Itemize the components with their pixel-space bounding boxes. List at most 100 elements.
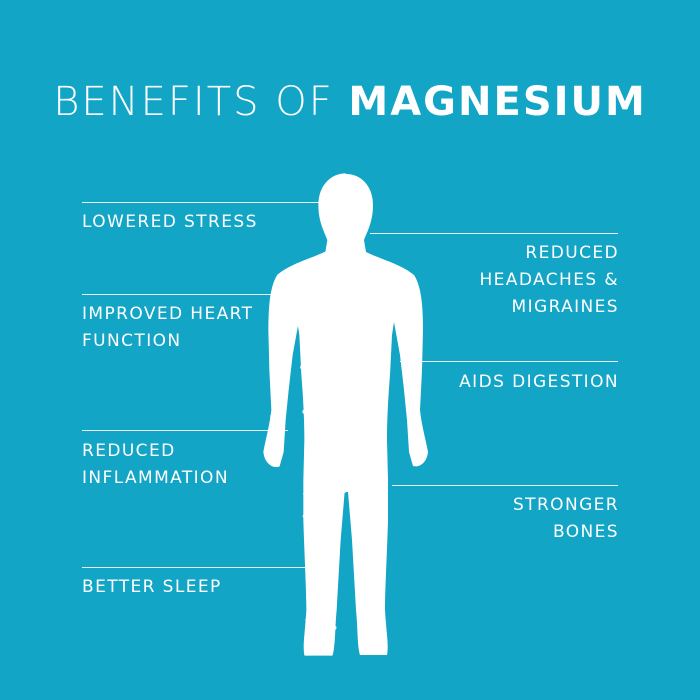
mesh-edge <box>329 287 333 302</box>
mesh-node <box>339 380 344 385</box>
mesh-edge <box>322 194 329 207</box>
mesh-edge <box>293 271 308 285</box>
mesh-node <box>276 296 281 301</box>
mesh-edge <box>335 373 344 387</box>
mesh-node <box>314 409 319 414</box>
mesh-node <box>341 424 346 429</box>
mesh-edge <box>327 507 334 524</box>
mesh-edge <box>321 347 334 361</box>
mesh-edge <box>328 213 346 216</box>
mesh-node <box>316 605 321 610</box>
mesh-node <box>317 452 322 457</box>
mesh-node <box>312 522 317 527</box>
mesh-node <box>334 441 339 446</box>
mesh-edge <box>312 496 315 511</box>
mesh-node <box>291 269 296 274</box>
mesh-node <box>341 227 346 232</box>
mesh-edge <box>327 370 343 374</box>
mesh-node <box>343 360 346 365</box>
mesh-node <box>329 582 334 587</box>
mesh-node <box>284 295 289 300</box>
mesh-node <box>270 452 275 457</box>
mesh-edge <box>333 339 346 348</box>
mesh-edge <box>314 614 328 620</box>
mesh-edge <box>327 263 346 266</box>
mesh-node <box>342 472 346 477</box>
body-silhouette-network-half <box>264 174 346 656</box>
mesh-edge <box>327 459 345 469</box>
mesh-edge <box>312 567 315 585</box>
mesh-edge <box>277 356 288 373</box>
body-silhouette-solid-half <box>346 174 428 655</box>
mesh-node <box>287 344 292 349</box>
mesh-node <box>300 365 305 370</box>
mesh-edge <box>307 597 319 608</box>
mesh-edge <box>317 598 332 608</box>
mesh-edge <box>313 495 332 501</box>
mesh-node <box>315 398 320 403</box>
mesh-node <box>272 318 277 323</box>
mesh-edge <box>307 454 320 469</box>
mesh-edge <box>332 240 345 245</box>
mesh-edge <box>307 649 329 655</box>
mesh-edge <box>314 537 329 540</box>
title-prefix: BENEFITS OF <box>53 79 349 125</box>
mesh-edge <box>327 304 342 313</box>
mesh-edge <box>327 468 345 476</box>
mesh-node <box>331 551 336 556</box>
mesh-edge <box>275 328 291 335</box>
mesh-node <box>326 213 331 218</box>
mesh-node <box>325 262 330 267</box>
mesh-edge <box>328 206 346 215</box>
mesh-edge <box>307 275 321 285</box>
mesh-edge <box>329 276 344 289</box>
mesh-edge <box>327 452 345 461</box>
mesh-node <box>342 458 346 463</box>
mesh-node <box>326 537 331 542</box>
mesh-edge <box>331 228 344 232</box>
mesh-node <box>272 430 277 435</box>
mesh-edge <box>271 416 276 433</box>
mesh-edge <box>302 359 322 368</box>
mesh-edge <box>332 413 335 433</box>
mesh-node <box>302 409 307 414</box>
mesh-edge <box>327 264 334 278</box>
mesh-edge <box>336 442 346 461</box>
mesh-edge <box>290 317 293 335</box>
mesh-node <box>325 354 330 359</box>
mesh-edge <box>307 284 318 299</box>
mesh-node <box>334 394 339 399</box>
benefit-reduced-headaches-migraines: REDUCED HEADACHES & MIGRAINES <box>479 243 619 317</box>
mesh-node <box>325 521 330 526</box>
mesh-node <box>342 200 346 205</box>
mesh-edge <box>327 538 334 554</box>
mesh-edge <box>331 300 344 315</box>
mesh-edge <box>327 264 344 278</box>
mesh-edge <box>315 454 320 468</box>
mesh-node <box>341 275 346 280</box>
mesh-edge <box>327 362 346 372</box>
mesh-edge <box>320 275 334 279</box>
mesh-edge <box>327 215 332 232</box>
mesh-edge <box>291 317 305 330</box>
mesh-edge <box>279 333 291 344</box>
mesh-edge <box>274 316 293 321</box>
mesh-edge <box>334 413 345 427</box>
benefit-better-sleep: BETTER SLEEP <box>82 577 222 597</box>
mesh-edge <box>333 397 346 415</box>
rule-better-sleep <box>82 567 312 568</box>
mesh-node <box>316 257 321 262</box>
mesh-edge <box>333 313 344 331</box>
mesh-edge <box>318 627 335 635</box>
mesh-edge <box>330 481 334 500</box>
mesh-edge <box>341 382 346 398</box>
mesh-node <box>328 596 333 601</box>
mesh-node <box>316 346 321 351</box>
mesh-node <box>326 648 331 653</box>
mesh-node <box>330 239 335 244</box>
mesh-node <box>340 312 345 317</box>
mesh-node <box>319 358 324 363</box>
mesh-edge <box>304 284 308 298</box>
rule-stronger-bones <box>392 485 618 486</box>
